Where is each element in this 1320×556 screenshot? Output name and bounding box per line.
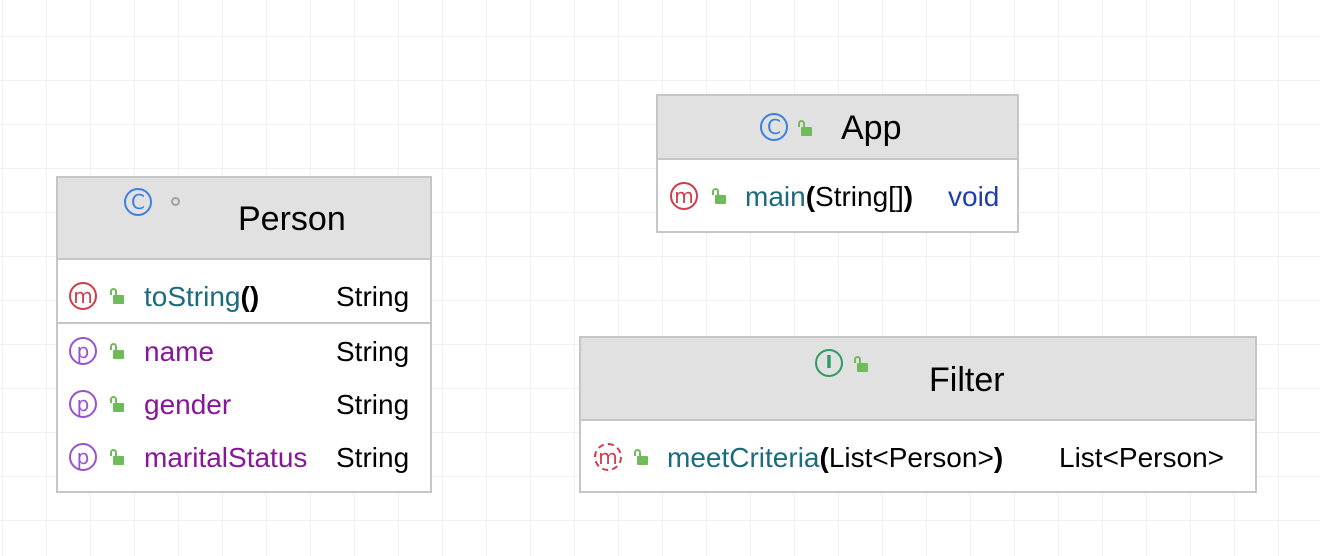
- interface-node-filter[interactable]: I Filter m meetCriteria(List<Person>) Li…: [579, 336, 1257, 493]
- method-signature: meetCriteria(List<Person>): [667, 443, 1003, 473]
- method-name: toString: [144, 281, 241, 312]
- property-name: gender: [144, 389, 232, 420]
- property-type: String: [336, 442, 410, 473]
- return-type: String: [336, 281, 410, 312]
- property-type: String: [336, 389, 410, 420]
- return-type: List<Person>: [1059, 442, 1224, 473]
- class-header-app[interactable]: C App: [658, 96, 1017, 160]
- class-name: Person: [238, 200, 346, 238]
- method-signature: toString(): [144, 282, 259, 312]
- public-lock-icon: [110, 343, 124, 359]
- interface-icon: I: [815, 349, 843, 377]
- property-row-maritalstatus[interactable]: p maritalStatus String: [58, 431, 430, 483]
- section-divider: [58, 322, 430, 324]
- method-row-tostring[interactable]: m toString() String: [58, 270, 430, 322]
- params-open: (: [819, 442, 829, 473]
- method-name: meetCriteria: [667, 442, 820, 473]
- method-params: String[]: [815, 181, 904, 212]
- method-params: List<Person>: [828, 442, 994, 473]
- class-node-app[interactable]: C App m main(String[]) void: [656, 94, 1019, 233]
- package-private-dot-icon: [171, 197, 180, 206]
- public-lock-icon: [634, 449, 648, 465]
- method-signature: main(String[]): [745, 182, 913, 212]
- method-row-main[interactable]: m main(String[]) void: [658, 170, 1017, 222]
- interface-name: Filter: [929, 361, 1005, 399]
- class-icon: C: [760, 113, 788, 141]
- params-close: ): [993, 442, 1004, 473]
- return-type: void: [948, 181, 1000, 212]
- property-icon: p: [69, 443, 97, 471]
- class-name: App: [841, 109, 902, 147]
- public-lock-icon: [110, 288, 124, 304]
- method-icon: m: [670, 182, 698, 210]
- interface-header-filter[interactable]: I Filter: [581, 338, 1255, 421]
- public-lock-icon: [712, 188, 726, 204]
- class-node-person[interactable]: C Person m toString() String p name Stri…: [56, 176, 432, 493]
- method-name: main: [745, 181, 806, 212]
- property-row-name[interactable]: p name String: [58, 325, 430, 377]
- params-open: (: [805, 181, 816, 212]
- property-icon: p: [69, 337, 97, 365]
- public-lock-icon: [798, 120, 812, 136]
- property-name: name: [144, 336, 215, 367]
- public-lock-icon: [854, 356, 868, 372]
- method-row-meetcriteria[interactable]: m meetCriteria(List<Person>) List<Person…: [581, 431, 1255, 483]
- class-icon: C: [124, 188, 152, 216]
- abstract-method-icon: m: [594, 443, 622, 471]
- public-lock-icon: [110, 449, 124, 465]
- property-type: String: [336, 336, 410, 367]
- method-params: (): [240, 281, 260, 312]
- class-header-person[interactable]: C Person: [58, 178, 430, 260]
- property-row-gender[interactable]: p gender String: [58, 378, 430, 430]
- params-close: ): [903, 181, 914, 212]
- property-name: maritalStatus: [144, 442, 308, 473]
- public-lock-icon: [110, 396, 124, 412]
- property-icon: p: [69, 390, 97, 418]
- method-icon: m: [69, 282, 97, 310]
